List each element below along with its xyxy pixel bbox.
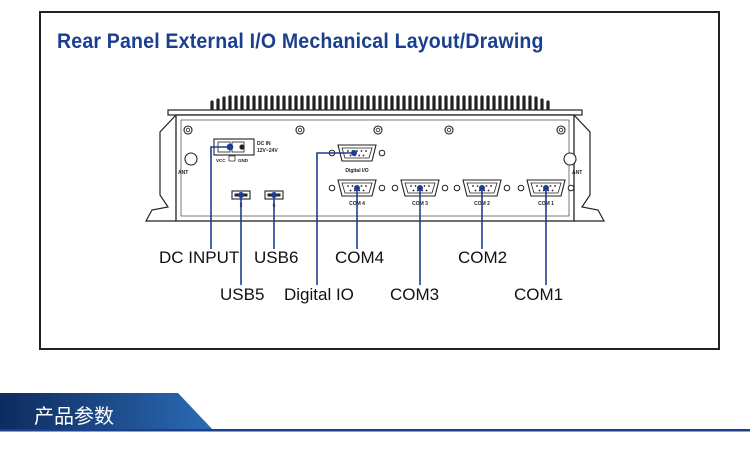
callout-dc-input: DC INPUT	[159, 248, 240, 267]
digital-io-leader	[316, 152, 352, 285]
chassis-left-profile	[144, 114, 177, 222]
com4-leader-dot	[353, 185, 360, 192]
dc-input-leader-dot	[227, 144, 234, 151]
section-banner-tab	[0, 393, 214, 431]
vcc-marking: VCC	[216, 158, 226, 163]
callout-com4: COM4	[335, 248, 385, 267]
usb5-leader-dot	[238, 192, 245, 199]
panel-screw	[373, 125, 383, 135]
antenna-hole-right	[563, 152, 577, 166]
chassis-right-profile	[573, 114, 606, 222]
section-banner	[0, 393, 750, 432]
section-banner-label: 产品参数	[34, 404, 114, 428]
rear-panel-inner	[180, 119, 570, 217]
heatsink-base	[167, 109, 583, 116]
callout-usb5: USB5	[220, 285, 265, 304]
voltage-marking: 12V~24V	[257, 148, 278, 154]
panel-screw	[183, 125, 193, 135]
panel-screw	[556, 125, 566, 135]
callout-usb6: USB6	[254, 248, 299, 267]
panel-screw	[295, 125, 305, 135]
callout-com2: COM2	[458, 248, 508, 267]
diagram-title: Rear Panel External I/O Mechanical Layou…	[57, 30, 544, 53]
antenna-hole-left	[184, 152, 198, 166]
ant-left-marking: ANT	[178, 170, 188, 176]
callout-com3: COM3	[390, 285, 440, 304]
usb6-leader-dot	[270, 192, 277, 199]
digital-io-small-marking: Digital I/O	[345, 168, 368, 174]
com1-leader-dot	[542, 185, 549, 192]
dc-in-marking: DC IN	[257, 141, 271, 147]
gnd-marking: GND	[238, 158, 249, 163]
com2-leader-dot	[478, 185, 485, 192]
ant-right-marking: ANT	[572, 170, 582, 176]
callout-digital-io: Digital IO	[284, 285, 354, 304]
com3-leader-dot	[416, 185, 423, 192]
dc-input-leader	[210, 146, 228, 249]
section-banner-underline	[0, 429, 750, 432]
digital-io-leader-dot	[350, 150, 357, 157]
callout-com1: COM1	[514, 285, 564, 304]
heatsink-fins	[210, 95, 550, 114]
panel-screw	[444, 125, 454, 135]
